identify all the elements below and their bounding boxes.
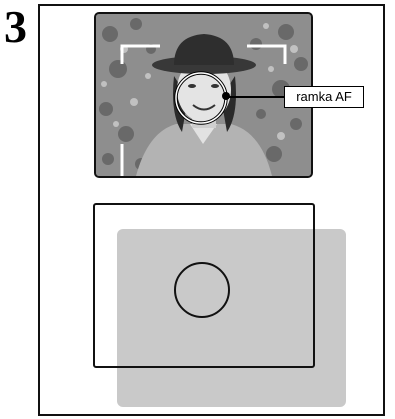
step-number: 3 bbox=[4, 4, 27, 50]
photo-illustration bbox=[96, 14, 311, 176]
af-frame-circle bbox=[174, 262, 230, 318]
af-frame-label: ramka AF bbox=[284, 86, 364, 108]
callout-dot bbox=[222, 92, 230, 100]
viewfinder-photo bbox=[94, 12, 313, 178]
callout-line bbox=[226, 96, 284, 98]
